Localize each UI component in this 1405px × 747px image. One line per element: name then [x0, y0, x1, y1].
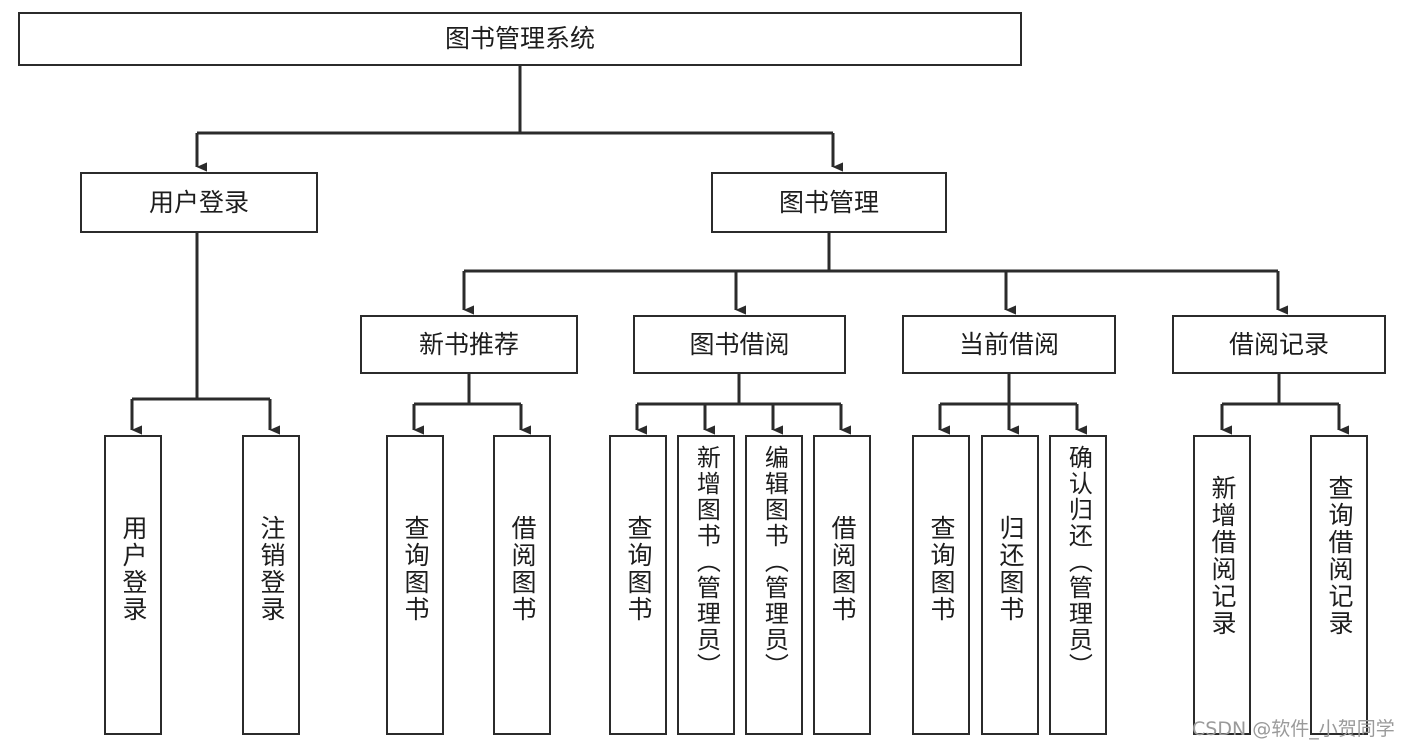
node-book-borrow-label: 图书借阅 [689, 329, 790, 359]
node-leaf-borrow-book-2-label: 借阅图书 [828, 515, 857, 623]
node-book-manage[interactable]: 图书管理 [711, 172, 947, 233]
node-leaf-user-logout-label: 注销登录 [257, 515, 286, 623]
node-leaf-query-book-3[interactable]: 查询图书 [912, 435, 970, 735]
node-root[interactable]: 图书管理系统 [18, 12, 1022, 66]
node-leaf-query-book-1[interactable]: 查询图书 [386, 435, 444, 735]
node-book-manage-label: 图书管理 [778, 187, 879, 217]
node-borrow-record-label: 借阅记录 [1228, 329, 1329, 359]
node-leaf-borrow-book-2[interactable]: 借阅图书 [813, 435, 871, 735]
node-borrow-record[interactable]: 借阅记录 [1172, 315, 1386, 374]
node-current-borrow[interactable]: 当前借阅 [902, 315, 1116, 374]
node-leaf-confirm-return[interactable]: 确认归还（管理员） [1049, 435, 1107, 735]
node-current-borrow-label: 当前借阅 [958, 329, 1059, 359]
node-leaf-add-book[interactable]: 新增图书（管理员） [677, 435, 735, 735]
node-leaf-user-login[interactable]: 用户登录 [104, 435, 162, 735]
node-new-book-recommend[interactable]: 新书推荐 [360, 315, 578, 374]
node-leaf-confirm-return-label: 确认归还（管理员） [1064, 445, 1093, 679]
node-leaf-borrow-book-1[interactable]: 借阅图书 [493, 435, 551, 735]
node-leaf-edit-book-label: 编辑图书（管理员） [760, 445, 789, 679]
node-leaf-add-book-label: 新增图书（管理员） [692, 445, 721, 679]
node-user-login[interactable]: 用户登录 [80, 172, 318, 233]
csdn-watermark: CSDN @软件_小贺同学 [1192, 718, 1395, 740]
node-leaf-add-record-label: 新增借阅记录 [1208, 475, 1237, 637]
node-leaf-borrow-book-1-label: 借阅图书 [508, 515, 537, 623]
node-leaf-user-logout[interactable]: 注销登录 [242, 435, 300, 735]
node-leaf-query-book-2-label: 查询图书 [624, 515, 653, 623]
node-leaf-query-book-3-label: 查询图书 [927, 515, 956, 623]
node-leaf-query-book-2[interactable]: 查询图书 [609, 435, 667, 735]
node-user-login-label: 用户登录 [148, 187, 249, 217]
node-new-book-recommend-label: 新书推荐 [418, 329, 519, 359]
node-root-label: 图书管理系统 [444, 24, 595, 54]
node-leaf-user-login-label: 用户登录 [119, 515, 148, 623]
node-leaf-return-book-label: 归还图书 [996, 515, 1025, 623]
node-leaf-query-record-label: 查询借阅记录 [1325, 475, 1354, 637]
node-leaf-query-book-1-label: 查询图书 [401, 515, 430, 623]
node-leaf-query-record[interactable]: 查询借阅记录 [1310, 435, 1368, 735]
node-leaf-return-book[interactable]: 归还图书 [981, 435, 1039, 735]
node-book-borrow[interactable]: 图书借阅 [633, 315, 846, 374]
node-leaf-edit-book[interactable]: 编辑图书（管理员） [745, 435, 803, 735]
node-leaf-add-record[interactable]: 新增借阅记录 [1193, 435, 1251, 735]
